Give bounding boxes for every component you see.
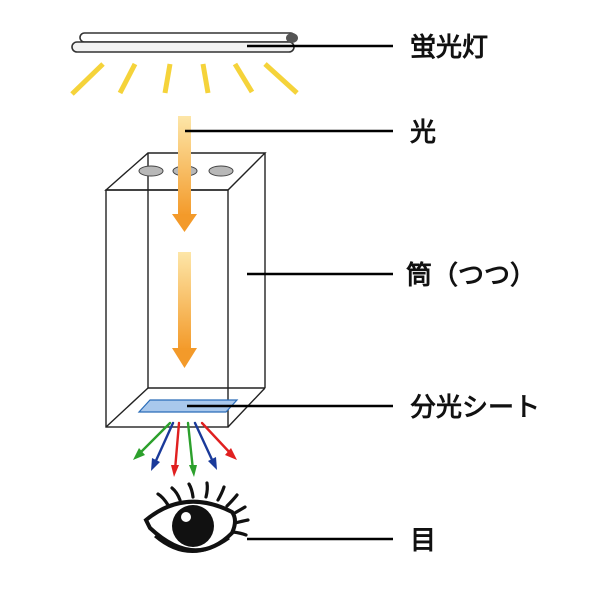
- lamp-glow-rays: [70, 62, 299, 96]
- fluorescent-lamp-icon: [71, 32, 298, 53]
- label-eye: 目: [410, 526, 436, 556]
- spectrum-arrows: [133, 421, 237, 477]
- label-spectral-sheet: 分光シート: [410, 393, 540, 423]
- label-tube: 筒（つつ）: [406, 260, 536, 291]
- light-arrow-upper: [172, 116, 197, 232]
- light-arrow-lower: [172, 252, 197, 368]
- eye-icon: [143, 481, 250, 553]
- leader-lines: [185, 44, 393, 541]
- tube-box: [104, 152, 267, 428]
- label-lamp: 蛍光灯: [410, 33, 488, 63]
- label-light: 光: [409, 118, 436, 148]
